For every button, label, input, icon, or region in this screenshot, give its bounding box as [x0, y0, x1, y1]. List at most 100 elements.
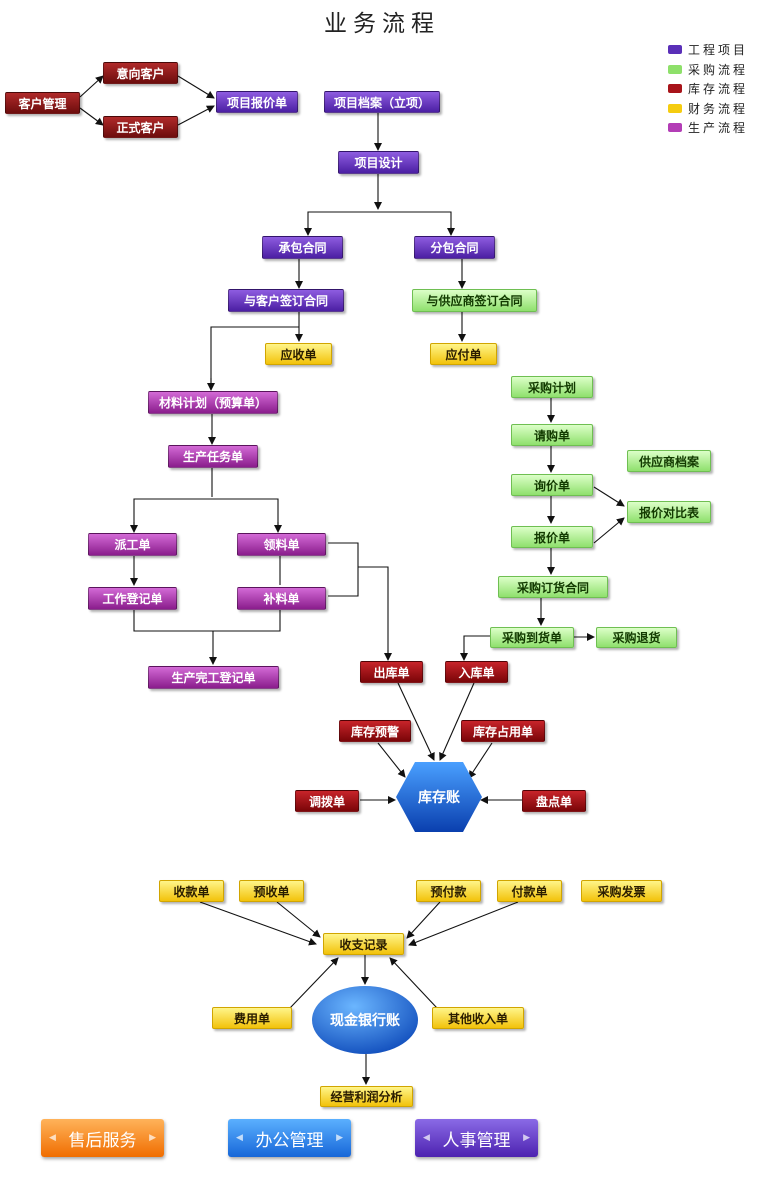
page-title: 业务流程 — [324, 11, 440, 37]
node-yufukuan[interactable]: 预付款 — [416, 880, 481, 902]
bangong-guanli-button[interactable]: ◀ 办公管理 ▶ — [228, 1119, 351, 1157]
node-pandian[interactable]: 盘点单 — [522, 790, 586, 812]
bangong-guanli-label: 办公管理 — [255, 1130, 324, 1151]
chevron-left-icon: ◀ — [49, 1133, 56, 1143]
node-baojia-duibi[interactable]: 报价对比表 — [627, 501, 711, 523]
node-yingfu[interactable]: 应付单 — [430, 343, 497, 365]
edge-split-contracts — [307, 211, 452, 234]
node-yixiang-kehu[interactable]: 意向客户 — [103, 62, 178, 84]
edge-qianding-cailiao — [210, 326, 299, 388]
node-shouzhi-jilu[interactable]: 收支记录 — [323, 933, 404, 955]
edge-zhanyong-zhang — [468, 742, 493, 779]
edge-yixiang-baojia — [177, 75, 215, 99]
node-shengchan-renwu[interactable]: 生产任务单 — [168, 445, 258, 468]
ellipse-shape — [312, 986, 418, 1054]
node-kehu-guanli[interactable]: 客户管理 — [5, 92, 80, 114]
edge-join-wangong — [133, 610, 281, 632]
chevron-left-icon: ◀ — [236, 1133, 243, 1143]
legend-swatch — [668, 64, 682, 74]
shouhou-fuwu-button[interactable]: ◀ 售后服务 ▶ — [41, 1119, 164, 1157]
node-wangong-dengji[interactable]: 生产完工登记单 — [148, 666, 279, 689]
node-xunjia[interactable]: 询价单 — [511, 474, 593, 496]
edge-feiyong-jilu — [289, 957, 339, 1009]
legend-label: 工程项目 — [688, 43, 749, 58]
node-xianjin-yinhang-label: 现金银行账 — [330, 1013, 400, 1029]
node-caigou-jihua[interactable]: 采购计划 — [511, 376, 593, 398]
edge-qita-jilu — [389, 957, 438, 1009]
node-xiangmu-sheji[interactable]: 项目设计 — [338, 151, 419, 174]
node-kucun-zhang[interactable]: 库存账 — [395, 761, 483, 833]
chevron-right-icon: ▶ — [149, 1133, 156, 1143]
node-xiangmu-baojia[interactable]: 项目报价单 — [216, 91, 298, 113]
node-zhengshi-kehu[interactable]: 正式客户 — [103, 116, 178, 138]
node-yushou[interactable]: 预收单 — [239, 880, 304, 902]
node-gongying-qianding[interactable]: 与供应商签订合同 — [412, 289, 537, 312]
edge-yujing-zhang — [377, 742, 406, 778]
node-buliao[interactable]: 补料单 — [237, 587, 326, 610]
legend-item: 库存流程 — [668, 79, 748, 99]
node-kucun-zhanyong[interactable]: 库存占用单 — [461, 720, 545, 742]
edge-yufu-jilu — [406, 901, 441, 939]
node-paigong[interactable]: 派工单 — [88, 533, 177, 556]
node-shoukuan[interactable]: 收款单 — [159, 880, 224, 902]
edge-split-paigong-lingliao — [133, 498, 279, 530]
renshi-guanli-button[interactable]: ◀ 人事管理 ▶ — [415, 1119, 538, 1157]
edge-chuku-zhang — [397, 682, 435, 761]
edge-baojia-duibi — [593, 517, 625, 544]
node-kucun-zhang-label: 库存账 — [418, 790, 460, 806]
node-ruku[interactable]: 入库单 — [445, 661, 508, 683]
edge-to-chuku — [358, 566, 389, 658]
legend-item: 生产流程 — [668, 118, 748, 138]
node-kehu-qianding[interactable]: 与客户签订合同 — [228, 289, 344, 312]
legend-swatch — [668, 123, 682, 133]
node-yingshou[interactable]: 应收单 — [265, 343, 332, 365]
node-caigou-fapiao[interactable]: 采购发票 — [581, 880, 662, 902]
node-cailiao-jihua[interactable]: 材料计划（预算单） — [148, 391, 278, 414]
legend-swatch — [668, 103, 682, 113]
edge-kehu-zhengshi — [79, 107, 104, 126]
edge-xunjia-duibi — [593, 486, 625, 507]
node-kucun-yujing[interactable]: 库存预警 — [339, 720, 411, 742]
legend-item: 工程项目 — [668, 40, 748, 60]
edge-ruku-zhang — [439, 682, 475, 761]
node-qita-shouru[interactable]: 其他收入单 — [432, 1007, 524, 1029]
legend-swatch — [668, 45, 682, 55]
node-fukuan[interactable]: 付款单 — [497, 880, 562, 902]
node-chengbao-hetong[interactable]: 承包合同 — [262, 236, 343, 259]
edge-fukuan-jilu — [408, 901, 519, 947]
renshi-guanli-label: 人事管理 — [442, 1130, 511, 1151]
edge-lingliao-buliao-bracket — [328, 542, 359, 597]
node-xianjin-yinhang[interactable]: 现金银行账 — [311, 985, 419, 1055]
legend: 工程项目 采购流程 库存流程 财务流程 生产流程 — [668, 40, 748, 138]
legend-label: 财务流程 — [688, 101, 749, 116]
chevron-right-icon: ▶ — [523, 1133, 530, 1143]
node-fenbao-hetong[interactable]: 分包合同 — [414, 236, 495, 259]
node-gongying-dangan[interactable]: 供应商档案 — [627, 450, 711, 472]
legend-label: 采购流程 — [688, 62, 749, 77]
edge-yushou-jilu — [276, 901, 321, 938]
node-gongzuo-dengji[interactable]: 工作登记单 — [88, 587, 177, 610]
edge-shoukuan-jilu — [199, 901, 317, 946]
node-caigou-tuihuo[interactable]: 采购退货 — [596, 627, 677, 648]
legend-label: 库存流程 — [688, 82, 749, 97]
node-caigou-dinghuo[interactable]: 采购订货合同 — [498, 576, 608, 598]
node-diaobo[interactable]: 调拨单 — [295, 790, 359, 812]
node-baojia[interactable]: 报价单 — [511, 526, 593, 548]
node-xiangmu-dangan[interactable]: 项目档案（立项） — [324, 91, 440, 113]
node-chuku[interactable]: 出库单 — [360, 661, 423, 683]
legend-item: 财务流程 — [668, 99, 748, 119]
node-caigou-daohuo[interactable]: 采购到货单 — [490, 627, 574, 648]
shouhou-fuwu-label: 售后服务 — [68, 1130, 137, 1151]
chevron-right-icon: ▶ — [336, 1133, 343, 1143]
hexagon-shape — [396, 762, 482, 832]
legend-swatch — [668, 84, 682, 94]
edge-zhengshi-baojia — [177, 105, 215, 126]
node-lingliao[interactable]: 领料单 — [237, 533, 326, 556]
node-feiyong[interactable]: 费用单 — [212, 1007, 292, 1029]
node-qinggou[interactable]: 请购单 — [511, 424, 593, 446]
node-jingying-fenxi[interactable]: 经营利润分析 — [320, 1086, 413, 1107]
legend-label: 生产流程 — [688, 121, 749, 136]
chevron-left-icon: ◀ — [423, 1133, 430, 1143]
